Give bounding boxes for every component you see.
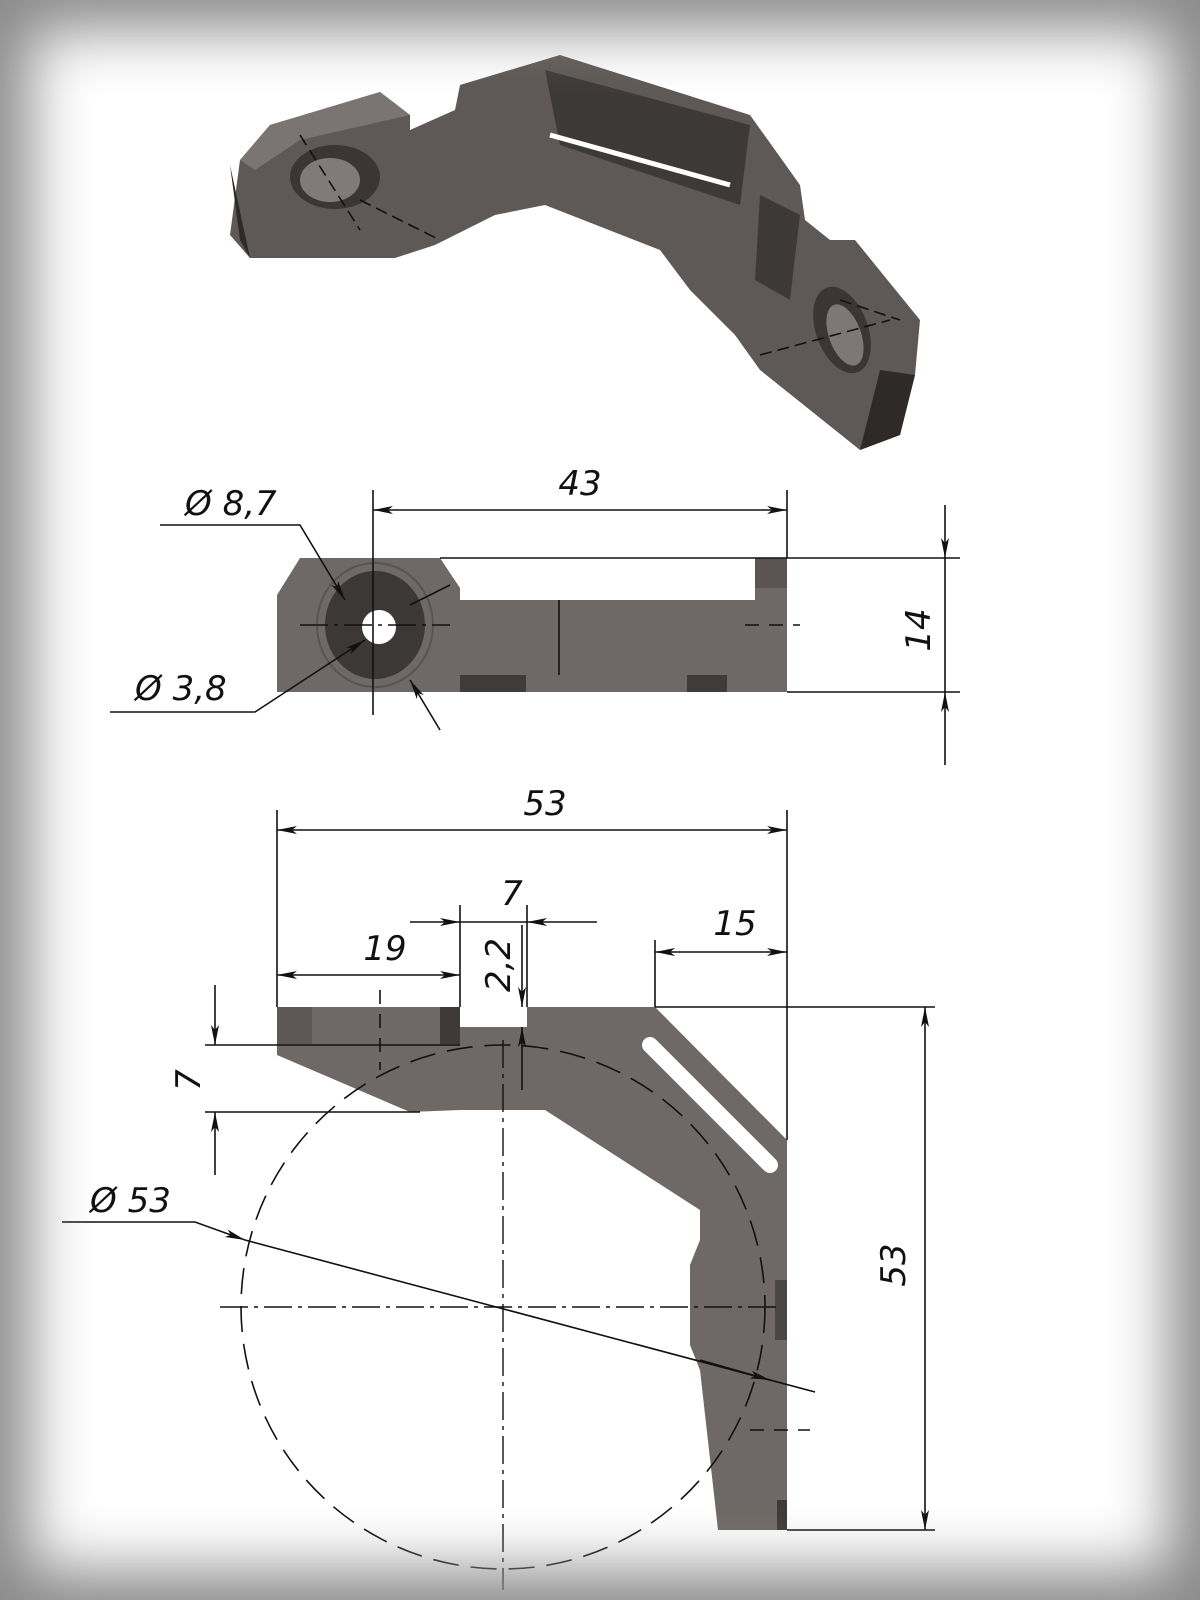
dim-right-offset: 15	[713, 904, 756, 944]
dim-arc-diameter: Ø 53	[88, 1181, 171, 1221]
dim-slot-depth: 2,2	[479, 938, 519, 992]
isometric-view	[230, 55, 920, 450]
dim-side-length: 43	[558, 464, 601, 504]
dim-hole-outer: Ø 8,7	[183, 484, 277, 524]
top-view: 53 19 7 2,2 15 7 53 Ø 53	[62, 784, 935, 1590]
dim-hole-inner: Ø 3,8	[133, 669, 227, 709]
dim-flange-thickness: 7	[169, 1069, 209, 1091]
dim-height: 14	[899, 608, 939, 651]
dim-slot-width: 7	[501, 874, 523, 914]
dim-overall-height: 53	[874, 1243, 914, 1286]
dim-overall-width: 53	[523, 784, 566, 824]
dim-left-length: 19	[363, 929, 406, 969]
side-view: 43 14 Ø 8,7 Ø 3,8	[110, 464, 960, 765]
